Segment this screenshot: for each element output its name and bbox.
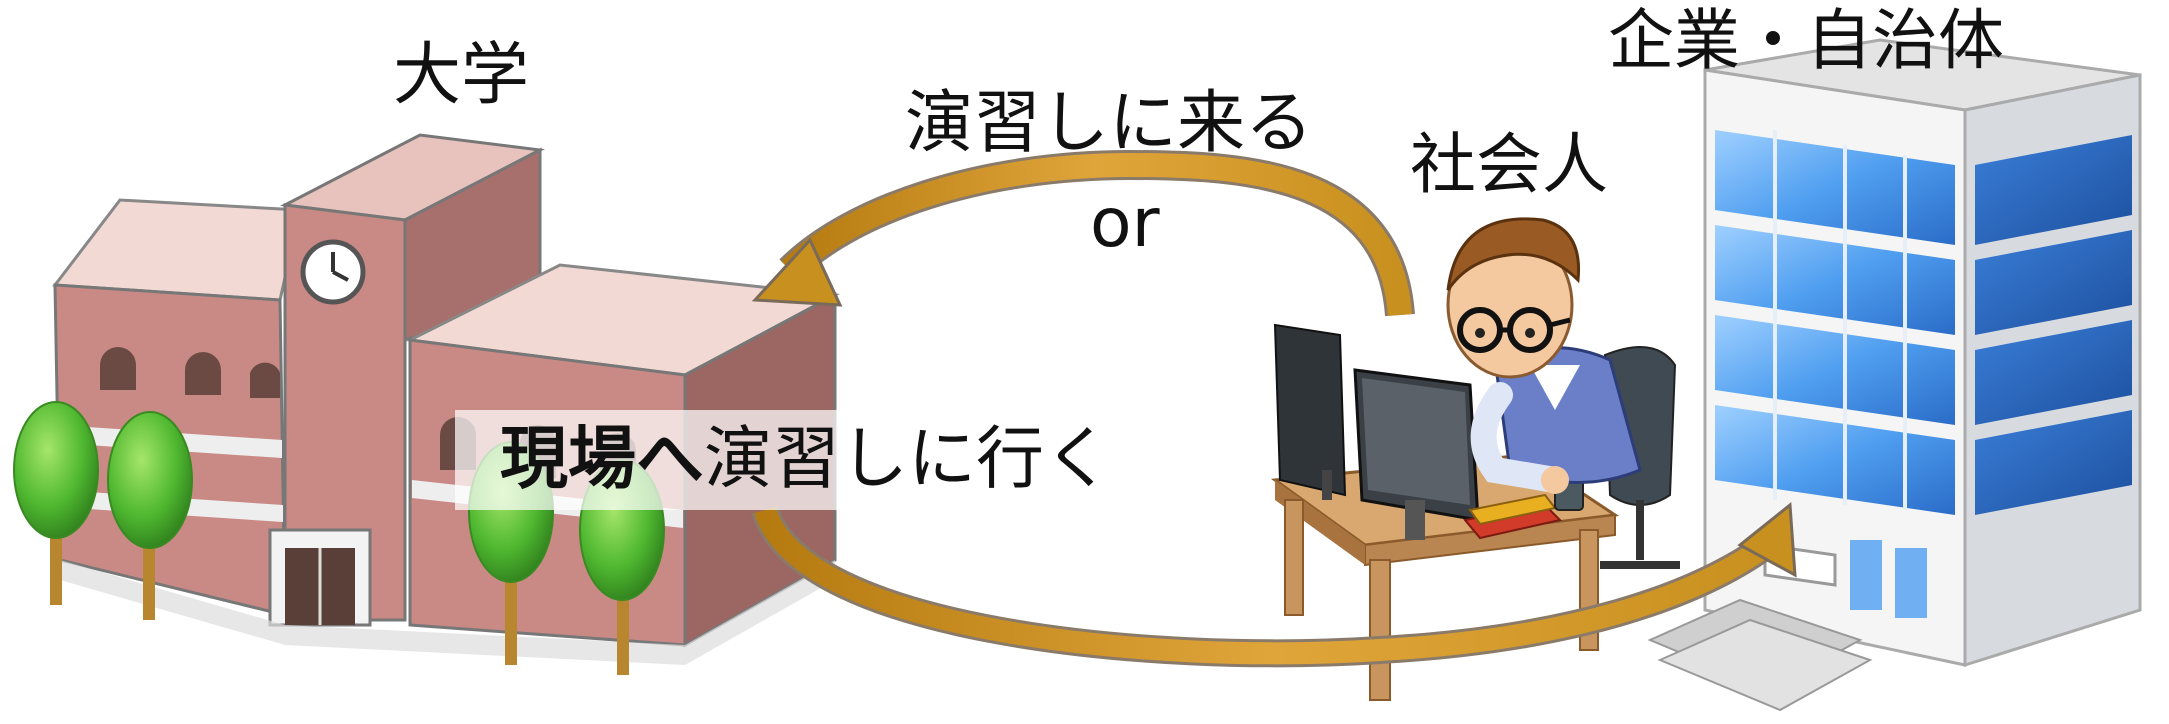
office-building bbox=[1647, 38, 2142, 712]
go-to-site-emphasis: 現場へ bbox=[500, 420, 705, 499]
arrow-go-to-site bbox=[751, 502, 1797, 668]
university-label: 大学 bbox=[393, 36, 530, 115]
worker-illustration bbox=[1270, 217, 1680, 701]
worker-label: 社会人 bbox=[1410, 126, 1608, 203]
arrow-come-to-university bbox=[751, 149, 1415, 317]
go-to-site-rest: 演習しに行く bbox=[704, 420, 1113, 499]
tree-icon bbox=[107, 411, 193, 620]
university-building bbox=[52, 133, 840, 665]
come-to-practice-label: 演習しに来る bbox=[905, 84, 1314, 163]
tree-icon bbox=[13, 401, 99, 605]
or-label: or bbox=[1090, 184, 1160, 263]
organization-label: 企業・自治体 bbox=[1608, 2, 2004, 79]
go-to-site-label: 現場へ演習しに行く bbox=[455, 410, 1112, 510]
